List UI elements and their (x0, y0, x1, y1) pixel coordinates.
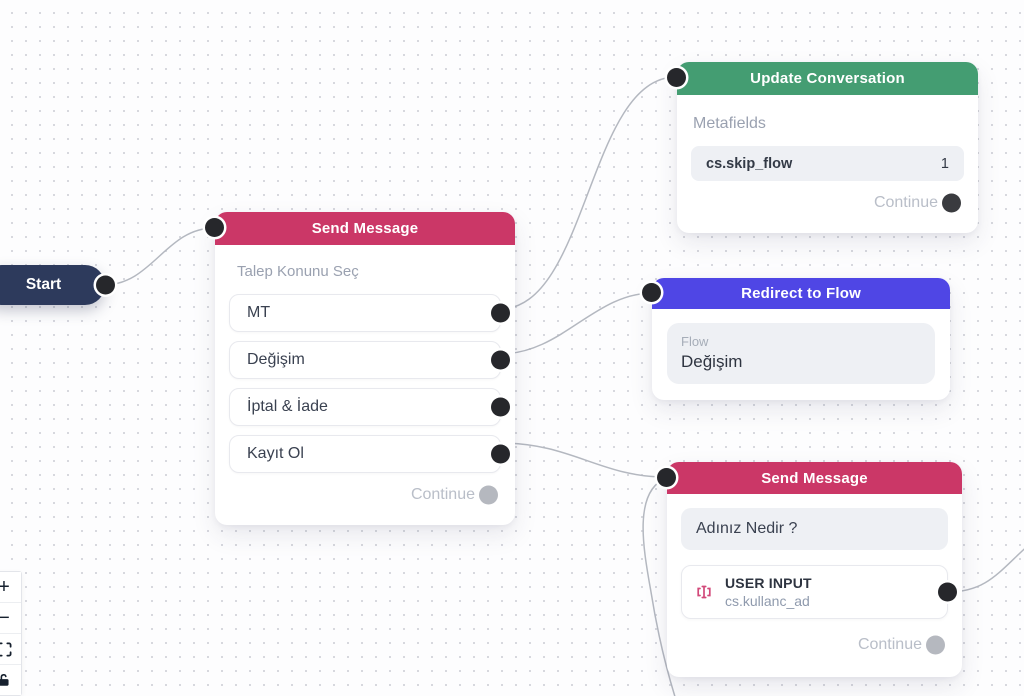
flow-field[interactable]: Flow Değişim (667, 323, 935, 384)
send-message-2-input-port[interactable] (657, 468, 676, 487)
update-conversation-header: Update Conversation (667, 62, 978, 95)
redirect-to-flow-input-port[interactable] (642, 283, 661, 302)
start-node-label: Start (25, 276, 62, 293)
update-conversation-node[interactable]: Update Conversation Metafields cs.skip_f… (667, 62, 978, 233)
update-conversation-input-port[interactable] (667, 68, 686, 87)
lock-icon (0, 673, 9, 686)
send-message-1-input-port[interactable] (205, 218, 224, 237)
message-text: Adınız Nedir ? (696, 520, 798, 537)
option-row-degisim[interactable]: Değişim (229, 341, 510, 379)
option-mt-output-port[interactable] (491, 303, 510, 323)
option-row-kayit-ol[interactable]: Kayıt Ol (229, 435, 510, 473)
continue-label: Continue (857, 636, 922, 653)
update-conversation-title: Update Conversation (750, 70, 905, 87)
send-message-1-header: Send Message (205, 212, 515, 245)
option-row-iptal-iade[interactable]: İptal & İade (229, 388, 510, 426)
user-input-cursor-icon (697, 585, 711, 599)
edge-mt-to-update-conversation[interactable] (499, 76, 677, 310)
option-row-mt[interactable]: MT (229, 294, 510, 332)
metafield-row[interactable]: cs.skip_flow 1 (691, 146, 964, 181)
option-label: İptal & İade (247, 398, 328, 415)
user-input-label: USER INPUT (725, 575, 812, 591)
send-message-1-prompt: Talep Konunu Seç (237, 263, 359, 280)
plus-icon: + (0, 575, 10, 598)
minus-icon: − (0, 606, 10, 629)
start-output-port[interactable] (96, 275, 115, 295)
flow-field-label: Flow (681, 334, 709, 349)
send-message-2-header: Send Message (657, 462, 962, 494)
update-conversation-continue: Continue (691, 193, 961, 213)
fit-view-button[interactable] (0, 634, 21, 665)
send-message-2-continue: Continue (681, 635, 945, 655)
option-label: Kayıt Ol (247, 445, 304, 462)
flow-field-value: Değişim (681, 352, 743, 371)
continue-label: Continue (873, 194, 938, 211)
send-message-2-continue-port[interactable] (926, 635, 945, 655)
message-text-box[interactable]: Adınız Nedir ? (681, 508, 948, 550)
metafields-section-label: Metafields (693, 115, 766, 132)
zoom-in-button[interactable]: + (0, 572, 21, 603)
send-message-1-continue: Continue (229, 485, 498, 505)
edge-degisim-to-redirect-flow[interactable] (499, 292, 654, 355)
send-message-1-title: Send Message (311, 220, 419, 237)
edge-start-to-send-message-1[interactable] (103, 227, 215, 286)
option-kayit-ol-output-port[interactable] (491, 444, 510, 464)
redirect-to-flow-header: Redirect to Flow (642, 278, 950, 309)
lock-button[interactable] (0, 665, 21, 695)
option-label: MT (247, 304, 271, 321)
edge-kayitol-to-send-message-2[interactable] (499, 442, 667, 478)
send-message-2-title: Send Message (761, 469, 868, 487)
redirect-to-flow-node[interactable]: Redirect to Flow Flow Değişim (642, 278, 950, 400)
send-message-node-1[interactable]: Send Message Talep Konunu Seç MT Değişim… (205, 212, 515, 525)
canvas-controls: + − (0, 571, 22, 696)
metafield-value: 1 (940, 155, 949, 172)
option-iptal-iade-output-port[interactable] (491, 397, 510, 417)
user-input-block[interactable]: USER INPUT cs.kullanc_ad (681, 565, 957, 619)
fit-view-icon (0, 642, 11, 656)
metafield-key: cs.skip_flow (706, 155, 793, 172)
send-message-1-continue-port[interactable] (479, 485, 498, 505)
zoom-out-button[interactable]: − (0, 603, 21, 634)
option-label: Değişim (247, 351, 305, 368)
start-node[interactable]: Start (0, 265, 115, 305)
option-degisim-output-port[interactable] (491, 350, 510, 370)
redirect-to-flow-title: Redirect to Flow (741, 285, 861, 302)
user-input-variable: cs.kullanc_ad (725, 593, 810, 609)
update-conversation-continue-port[interactable] (942, 193, 961, 213)
user-input-output-port[interactable] (938, 582, 957, 602)
continue-label: Continue (410, 486, 475, 503)
send-message-node-2[interactable]: Send Message Adınız Nedir ? USER INPUT c… (657, 462, 962, 677)
